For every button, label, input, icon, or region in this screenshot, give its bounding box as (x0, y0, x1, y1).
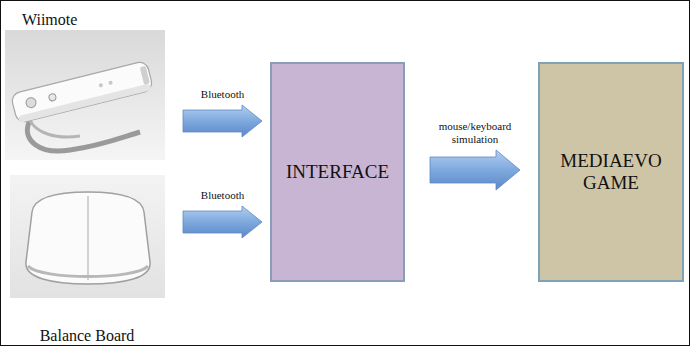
balance-board (26, 192, 150, 284)
node-label: MEDIAEVO GAME (552, 150, 670, 194)
block-arrow (183, 105, 262, 137)
wiimote-port (140, 66, 150, 85)
wiimote-button (108, 80, 113, 85)
block-arrow (183, 206, 262, 238)
wiimote-button (25, 97, 37, 109)
device-node: Wiimote (5, 4, 179, 164)
process-box: MEDIAEVO GAME (538, 62, 684, 282)
balance-board-edge (28, 266, 148, 277)
wiimote-button (48, 93, 56, 101)
wiimote-shade (18, 83, 152, 123)
device-node: Balance Board (5, 172, 179, 346)
node-label: Balance Board (40, 327, 135, 345)
block-arrow (430, 150, 520, 190)
balance-board-photo (10, 175, 165, 298)
node-label: INTERFACE (286, 161, 389, 183)
wiimote-strap (27, 120, 140, 151)
wiimote-body (10, 61, 153, 124)
wiimote-photo (5, 30, 165, 160)
edge-label: Bluetooth (201, 88, 244, 101)
edge-label: mouse/keyboard simulation (429, 120, 521, 146)
balance-board-seam (87, 196, 89, 280)
process-box: INTERFACE (270, 62, 405, 282)
wiimote-button (98, 83, 103, 88)
wiimote-strap (30, 120, 80, 137)
node-label: Wiimote (22, 10, 77, 29)
edge-label: Bluetooth (201, 189, 244, 202)
wiimote-body (10, 61, 153, 124)
